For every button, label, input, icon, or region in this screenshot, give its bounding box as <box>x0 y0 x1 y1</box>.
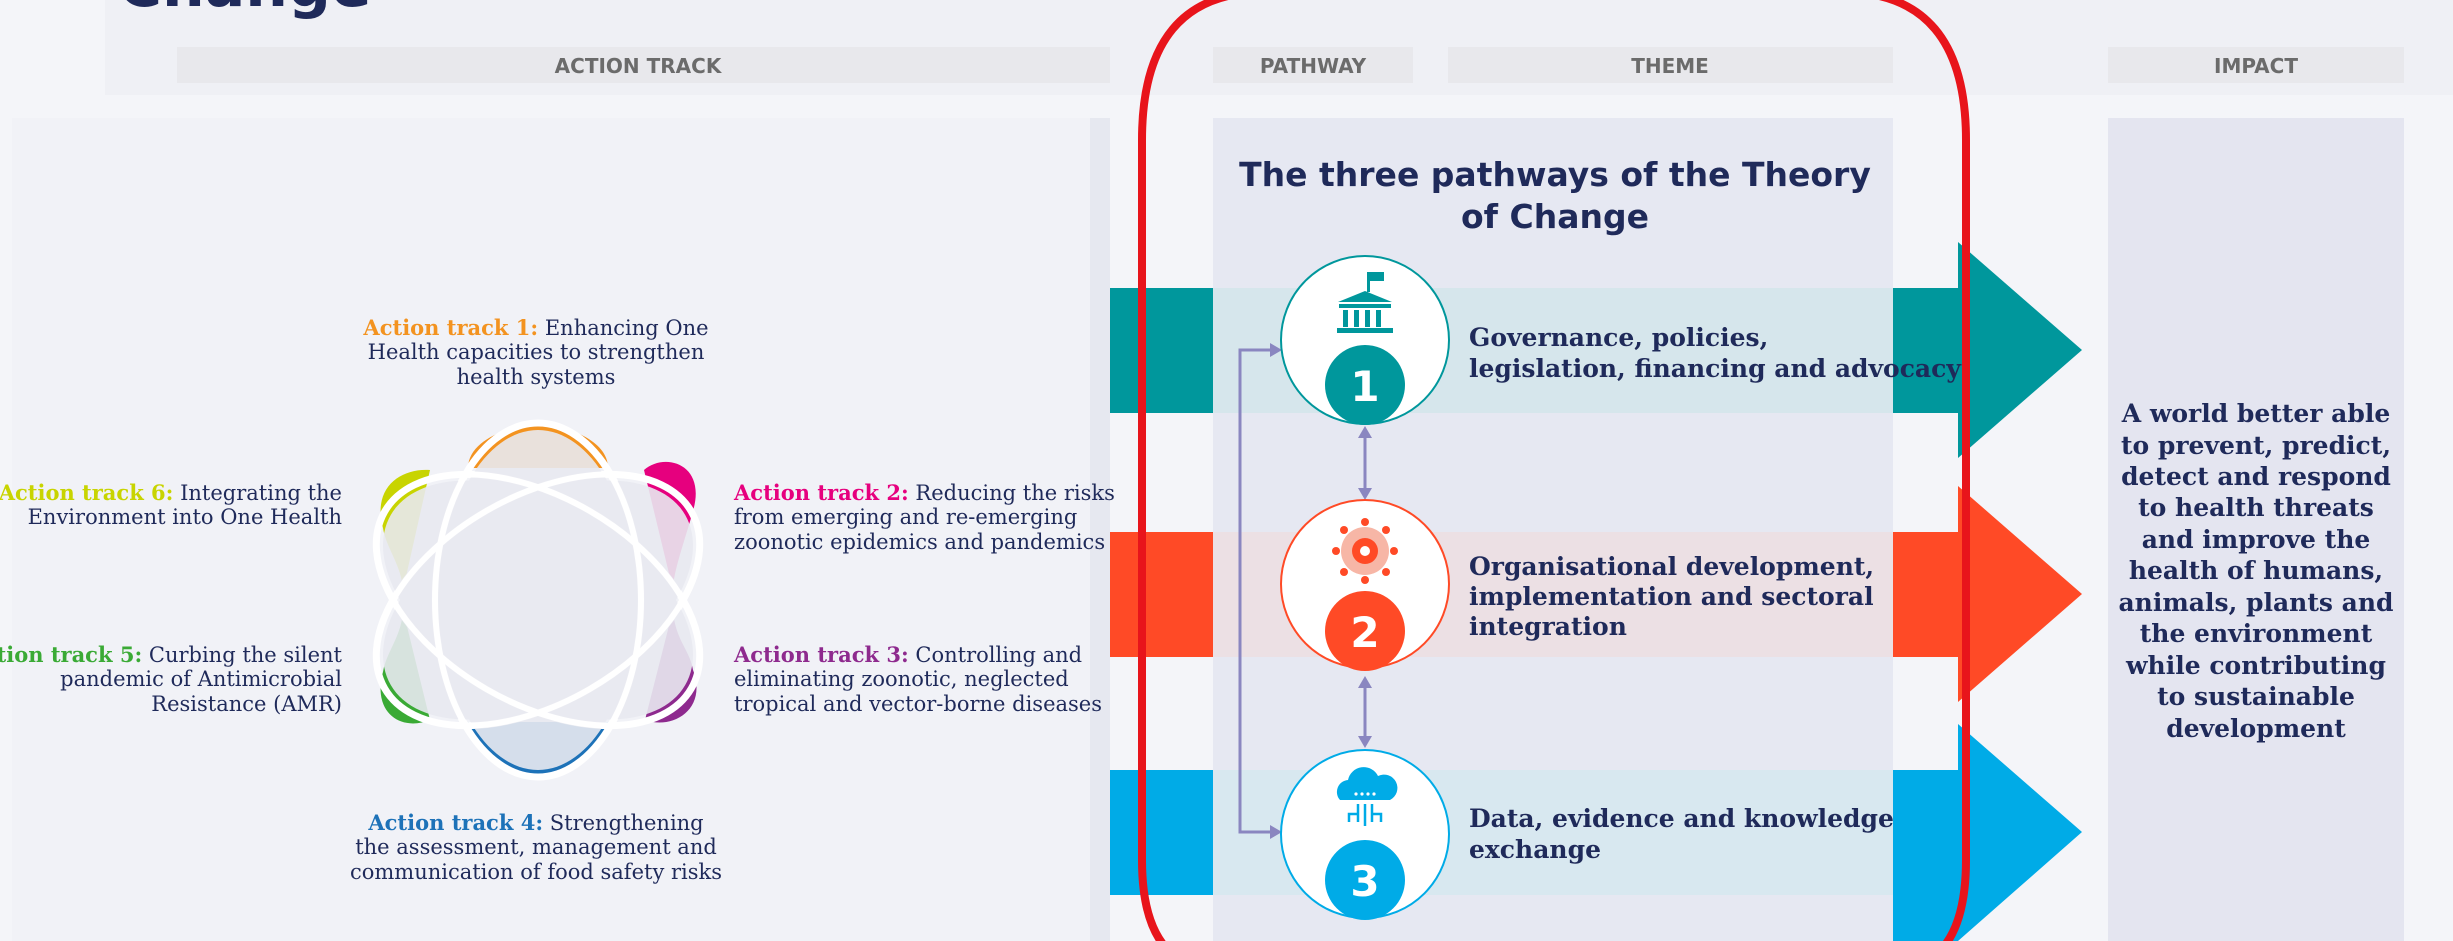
header-theme-bar <box>1448 47 1893 83</box>
impact-line-7: animals, plants and <box>2118 588 2393 617</box>
pathway-1-theme-line-1: Governance, policies, <box>1469 323 1768 352</box>
pathway-3-circle: 3 <box>1280 749 1450 920</box>
action-track-1-line-3: health systems <box>457 365 616 389</box>
pathway-1-circle: 1 <box>1280 255 1450 425</box>
action-track-2-line-2: from emerging and re-emerging <box>734 505 1077 529</box>
action-track-panel-edge <box>1090 118 1110 941</box>
action-track-5-line-3: Resistance (AMR) <box>151 692 342 716</box>
flower-outlines-top <box>373 420 703 780</box>
pathway-2-arrow-head <box>1893 486 2082 702</box>
impact-panel <box>2108 118 2404 941</box>
network-gear-icon <box>1332 518 1398 584</box>
pathway-2-theme-line-1: Organisational development, <box>1469 552 1874 581</box>
pathway-connectors <box>1238 343 1372 839</box>
action-track-3-line-3: tropical and vector-borne diseases <box>734 692 1102 716</box>
pathway-1-arrow-tail <box>1110 288 1213 413</box>
pathway-3-theme-line-1: Data, evidence and knowledge <box>1469 804 1894 833</box>
impact-line-3: detect and respond <box>2121 462 2391 491</box>
page-title-fragment: Change <box>118 0 372 21</box>
action-track-2-line-1: Reducing the risks <box>915 481 1114 505</box>
header-action-track-bar <box>177 47 1110 83</box>
action-track-4-line-2: the assessment, management and <box>355 835 717 859</box>
cloud-data-icon <box>1336 767 1398 826</box>
pathway-3-arrow-head <box>1893 724 2082 941</box>
pathway-1-arrow-head <box>1893 242 2082 458</box>
impact-line-10: to sustainable <box>2157 682 2355 711</box>
impact-line-11: development <box>2166 714 2346 743</box>
svg-text:Action track 4: Strengthening: Action track 4: Strengthening <box>367 810 703 835</box>
pathway-3-theme: Data, evidence and knowledge exchange <box>1469 804 1894 864</box>
pathway-2-theme-line-3: integration <box>1469 612 1627 641</box>
action-track-1-line-2: Health capacities to strengthen <box>368 340 705 364</box>
action-track-5-line-1: Curbing the silent <box>149 643 343 667</box>
pathway-1-number: 1 <box>1350 362 1379 411</box>
action-track-2-label: Action track 2: <box>733 480 909 505</box>
action-track-1-line-1: Enhancing One <box>545 316 709 340</box>
government-building-icon <box>1337 272 1393 333</box>
action-track-6-text: Action track 6: Integrating the Environm… <box>0 480 342 529</box>
pathway-2-circle: 2 <box>1280 499 1450 671</box>
flower-inner-fill <box>382 430 694 770</box>
action-track-4-text: Action track 4: Strengthening the assess… <box>350 810 722 884</box>
impact-line-6: health of humans, <box>2129 556 2383 585</box>
pathway-3-arrow-tail <box>1110 770 1213 895</box>
pathways-title-line-2: of Change <box>1461 197 1649 236</box>
action-track-2-text: Action track 2: Reducing the risks from … <box>733 480 1115 554</box>
pathway-2-arrow-tail <box>1110 532 1213 657</box>
action-track-3-line-2: eliminating zoonotic, neglected <box>734 667 1069 691</box>
action-track-4-line-3: communication of food safety risks <box>350 860 722 884</box>
svg-text:Action track 2: Reducing the r: Action track 2: Reducing the risks <box>733 480 1115 505</box>
pathways-title-line-1: The three pathways of the Theory <box>1239 155 1871 194</box>
pathway-2-theme-line-2: implementation and sectoral <box>1469 582 1874 611</box>
impact-line-8: the environment <box>2140 619 2373 648</box>
impact-line-9: while contributing <box>2125 651 2386 680</box>
header-pathway-bar <box>1213 47 1413 83</box>
svg-text:Action track 5: Curbing the si: Action track 5: Curbing the silent <box>0 642 343 667</box>
action-track-flower <box>372 419 704 781</box>
impact-line-5: and improve the <box>2142 525 2371 554</box>
action-track-5-label: Action track 5: <box>0 642 142 667</box>
action-track-6-line-1: Integrating the <box>180 481 342 505</box>
impact-line-1: A world better able <box>2121 399 2391 428</box>
impact-line-4: to health threats <box>2138 493 2374 522</box>
action-track-5-text: Action track 5: Curbing the silent pande… <box>0 642 343 716</box>
pathway-1-theme: Governance, policies, legislation, finan… <box>1469 323 1962 383</box>
pathway-2-number: 2 <box>1350 608 1379 657</box>
action-track-2-line-3: zoonotic epidemics and pandemics <box>734 530 1105 554</box>
action-track-1-text: Action track 1: Enhancing One Health cap… <box>362 315 708 389</box>
header-action-track: ACTION TRACK <box>555 54 723 78</box>
svg-text:Action track 6: Integrating th: Action track 6: Integrating the <box>0 480 342 505</box>
pathway-3-number: 3 <box>1350 857 1379 906</box>
highlight-outline <box>1138 0 1970 941</box>
header-pathway: PATHWAY <box>1260 54 1367 78</box>
svg-text:Action track 3: Controlling an: Action track 3: Controlling and <box>733 642 1082 667</box>
action-track-6-label: Action track 6: <box>0 480 173 505</box>
action-track-4-line-1: Strengthening <box>550 811 704 835</box>
action-track-4-label: Action track 4: <box>367 810 543 835</box>
action-track-1-label: Action track 1: <box>362 315 538 340</box>
action-track-3-label: Action track 3: <box>733 642 909 667</box>
svg-text:Action track 1: Enhancing One: Action track 1: Enhancing One <box>362 315 708 340</box>
header-theme: THEME <box>1631 54 1709 78</box>
action-track-3-line-1: Controlling and <box>915 643 1082 667</box>
action-track-3-text: Action track 3: Controlling and eliminat… <box>733 642 1102 716</box>
impact-statement: A world better able to prevent, predict,… <box>2118 399 2393 743</box>
action-track-6-line-2: Environment into One Health <box>28 505 342 529</box>
header-impact-bar <box>2108 47 2404 83</box>
pathway-1-theme-line-2: legislation, financing and advocacy <box>1469 354 1962 383</box>
impact-line-2: to prevent, predict, <box>2121 431 2391 460</box>
header-impact: IMPACT <box>2214 54 2298 78</box>
action-track-5-line-2: pandemic of Antimicrobial <box>60 667 342 691</box>
pathway-3-theme-line-2: exchange <box>1469 835 1601 864</box>
pathway-2-theme: Organisational development, implementati… <box>1469 552 1874 641</box>
